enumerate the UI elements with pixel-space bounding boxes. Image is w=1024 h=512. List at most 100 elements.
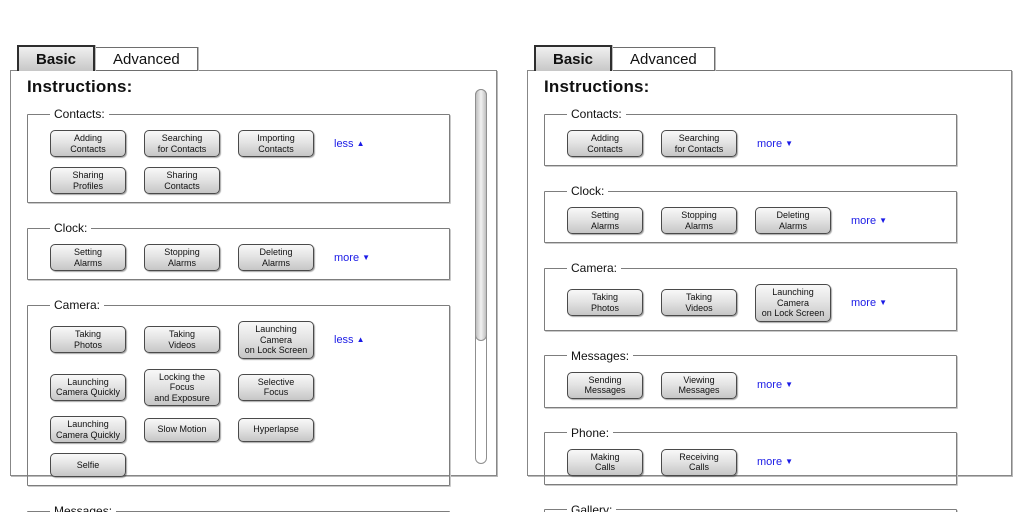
section-phone: Phone: Making Calls Receiving Calls more▼ [544, 425, 957, 485]
section-gallery: Gallery:Viewing ImagesViewing VideosDele… [544, 502, 957, 512]
button-row: Sending Messages Viewing Messages more▼ [567, 371, 948, 399]
toggle-label: more [851, 214, 877, 227]
btn-taking-videos[interactable]: Taking Videos [661, 289, 737, 317]
section-camera: Camera: Taking Photos Taking Videos Launchi… [544, 261, 957, 331]
btn-adding-contacts[interactable]: Adding Contacts [50, 130, 126, 157]
tab-advanced[interactable]: Advanced [95, 47, 198, 71]
toggle-arrow-icon: ▲ [356, 334, 365, 344]
btn-sending-messages[interactable]: Sending Messages [567, 371, 643, 399]
section-legend: Camera: [54, 298, 101, 312]
btn-searching-for-contacts[interactable]: Searching for Contacts [661, 130, 737, 157]
btn-making-calls[interactable]: Making Calls [567, 448, 643, 476]
button-row: Setting Alarms Stopping Alarms Deleting Al… [567, 207, 948, 234]
button-row: Launching Camera Quickly Locking the Focu… [50, 368, 441, 406]
toggle-link-more[interactable]: more▼ [757, 456, 793, 468]
toggle-label: more [334, 251, 360, 264]
section-legend: Messages: [54, 504, 113, 512]
section-legend: Phone: [571, 425, 610, 440]
btn-launching-camera-on-lock-screen[interactable]: Launching Camera on Lock Screen [238, 321, 314, 359]
page-title: Instructions: [27, 77, 133, 96]
section-messages: Messages: Sending Messages Viewing Message… [544, 348, 957, 408]
btn-viewing-messages[interactable]: Viewing Messages [661, 371, 737, 399]
section-contacts: Contacts: Adding Contacts Searching for Co… [544, 107, 957, 166]
button-row: Adding Contacts Searching for Contacts mor… [567, 130, 948, 157]
section-legend: Contacts: [54, 107, 105, 121]
toggle-label: less [334, 137, 354, 150]
toggle-arrow-icon: ▼ [879, 297, 887, 307]
toggle-arrow-icon: ▼ [362, 252, 370, 262]
btn-deleting-alarms[interactable]: Deleting Alarms [755, 207, 831, 234]
btn-taking-photos[interactable]: Taking Photos [567, 289, 643, 317]
button-row: Adding Contacts Searching for Contacts Imp… [50, 130, 441, 157]
button-row: Sharing Profiles Sharing Contacts [50, 167, 441, 194]
tab-basic[interactable]: Basic [17, 45, 96, 71]
btn-receiving-calls[interactable]: Receiving Calls [661, 448, 737, 476]
toggle-link-more[interactable]: more▼ [757, 379, 793, 391]
btn-taking-videos[interactable]: Taking Videos [144, 326, 220, 354]
tab-advanced[interactable]: Advanced [612, 47, 715, 71]
button-row: Making Calls Receiving Calls more▼ [567, 448, 948, 476]
toggle-arrow-icon: ▼ [879, 215, 887, 225]
section-legend: Clock: [571, 184, 605, 198]
page-title: Instructions: [544, 77, 650, 96]
btn-sharing-profiles[interactable]: Sharing Profiles [50, 167, 126, 194]
btn-deleting-alarms[interactable]: Deleting Alarms [238, 244, 314, 271]
button-row: Selfie [50, 453, 441, 477]
btn-taking-photos[interactable]: Taking Photos [50, 326, 126, 354]
section-legend: Messages: [571, 348, 630, 363]
toggle-label: more [851, 296, 877, 309]
toggle-link-more[interactable]: more▼ [757, 138, 793, 150]
toggle-label: more [757, 456, 783, 468]
toggle-arrow-icon: ▼ [785, 457, 793, 466]
btn-launching-camera-quickly[interactable]: Launching Camera Quickly [50, 373, 126, 401]
vertical-scrollbar[interactable] [475, 89, 487, 464]
toggle-link-less[interactable]: less▲ [334, 334, 364, 346]
btn-searching-for-contacts[interactable]: Searching for Contacts [144, 130, 220, 157]
btn-adding-contacts[interactable]: Adding Contacts [567, 130, 643, 157]
button-row: Setting Alarms Stopping Alarms Deleting Al… [50, 244, 441, 271]
panel-content: Instructions: Contacts: Adding Contacts Sea… [11, 71, 496, 512]
btn-hyperlapse[interactable]: Hyperlapse [238, 417, 314, 442]
btn-sharing-contacts[interactable]: Sharing Contacts [144, 167, 220, 194]
btn-slow-motion[interactable]: Slow Motion [144, 417, 220, 442]
btn-launching-camera-quickly[interactable]: Launching Camera Quickly [50, 416, 126, 443]
section-legend: Camera: [571, 261, 618, 275]
button-row: Launching Camera Quickly Slow Motion Hyper… [50, 416, 441, 443]
btn-setting-alarms[interactable]: Setting Alarms [50, 244, 126, 271]
btn-stopping-alarms[interactable]: Stopping Alarms [661, 207, 737, 234]
section-contacts: Contacts: Adding Contacts Searching for Co… [27, 107, 450, 203]
toggle-link-more[interactable]: more▼ [851, 215, 887, 227]
toggle-label: more [757, 379, 783, 391]
button-row: Taking Photos Taking Videos Launching Came… [50, 321, 441, 359]
toggle-label: less [334, 333, 354, 346]
scrollbar-thumb[interactable] [475, 89, 487, 341]
btn-stopping-alarms[interactable]: Stopping Alarms [144, 244, 220, 271]
toggle-link-less[interactable]: less▲ [334, 138, 364, 150]
toggle-arrow-icon: ▼ [785, 380, 793, 389]
panel-content: Instructions: Contacts: Adding Contacts Sea… [528, 71, 1011, 512]
toggle-arrow-icon: ▼ [785, 138, 793, 148]
btn-selfie[interactable]: Selfie [50, 453, 126, 477]
section-legend: Gallery: [571, 502, 613, 512]
section-legend: Contacts: [571, 107, 622, 121]
btn-launching-camera-on-lock-screen[interactable]: Launching Camera on Lock Screen [755, 284, 831, 322]
toggle-label: more [757, 137, 783, 150]
section-clock: Clock: Setting Alarms Stopping Alarms Delet… [544, 184, 957, 243]
btn-setting-alarms[interactable]: Setting Alarms [567, 207, 643, 234]
btn-selective-focus[interactable]: Selective Focus [238, 373, 314, 401]
tab-basic[interactable]: Basic [534, 45, 613, 71]
btn-locking-the-focus-and-exposure[interactable]: Locking the Focus and Exposure [144, 368, 220, 406]
toggle-link-more[interactable]: more▼ [334, 252, 370, 264]
toggle-link-more[interactable]: more▼ [851, 297, 887, 309]
toggle-arrow-icon: ▲ [356, 138, 365, 148]
btn-importing-contacts[interactable]: Importing Contacts [238, 130, 314, 157]
button-row: Taking Photos Taking Videos Launching Came… [567, 284, 948, 322]
